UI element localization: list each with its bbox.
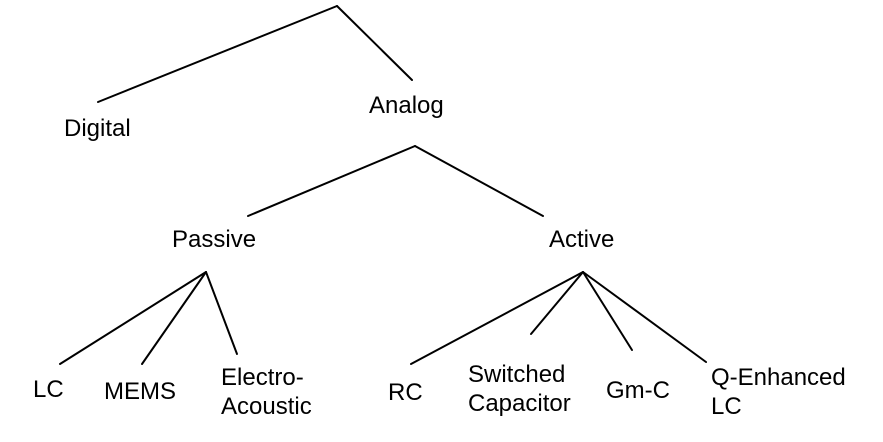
node-electro-acoustic: Electro- Acoustic: [221, 363, 312, 421]
edge-active-gm-c: [582, 271, 633, 351]
node-rc: RC: [388, 379, 423, 406]
node-electro-acoustic-line1: Electro-: [221, 364, 304, 391]
node-switched-capacitor-line1: Switched: [468, 361, 566, 388]
edge-active-q-enhanced-lc: [582, 271, 707, 363]
node-gm-c: Gm-C: [606, 377, 670, 404]
node-analog: Analog: [369, 92, 444, 119]
edge-root-digital: [97, 5, 338, 103]
edge-passive-mems: [141, 271, 207, 365]
edge-active-rc: [410, 271, 584, 365]
node-switched-capacitor: Switched Capacitor: [468, 360, 571, 418]
edge-root-analog: [336, 5, 413, 81]
node-active: Active: [549, 226, 615, 253]
node-passive: Passive: [172, 226, 257, 253]
edge-passive-lc: [59, 271, 207, 365]
node-electro-acoustic-line2: Acoustic: [221, 393, 312, 420]
node-switched-capacitor-line2: Capacitor: [468, 390, 571, 417]
node-q-enhanced-lc-line2: LC: [711, 393, 742, 420]
edge-analog-active: [414, 145, 544, 217]
edge-passive-electro-acoustic: [205, 271, 238, 355]
node-mems: MEMS: [104, 378, 176, 405]
node-lc: LC: [33, 376, 64, 403]
edge-active-switched-capacitor: [530, 271, 584, 335]
node-q-enhanced-lc-line1: Q-Enhanced: [711, 364, 846, 391]
node-digital: Digital: [64, 115, 131, 142]
node-q-enhanced-lc: Q-Enhanced LC: [711, 363, 846, 421]
edge-analog-passive: [247, 145, 416, 217]
